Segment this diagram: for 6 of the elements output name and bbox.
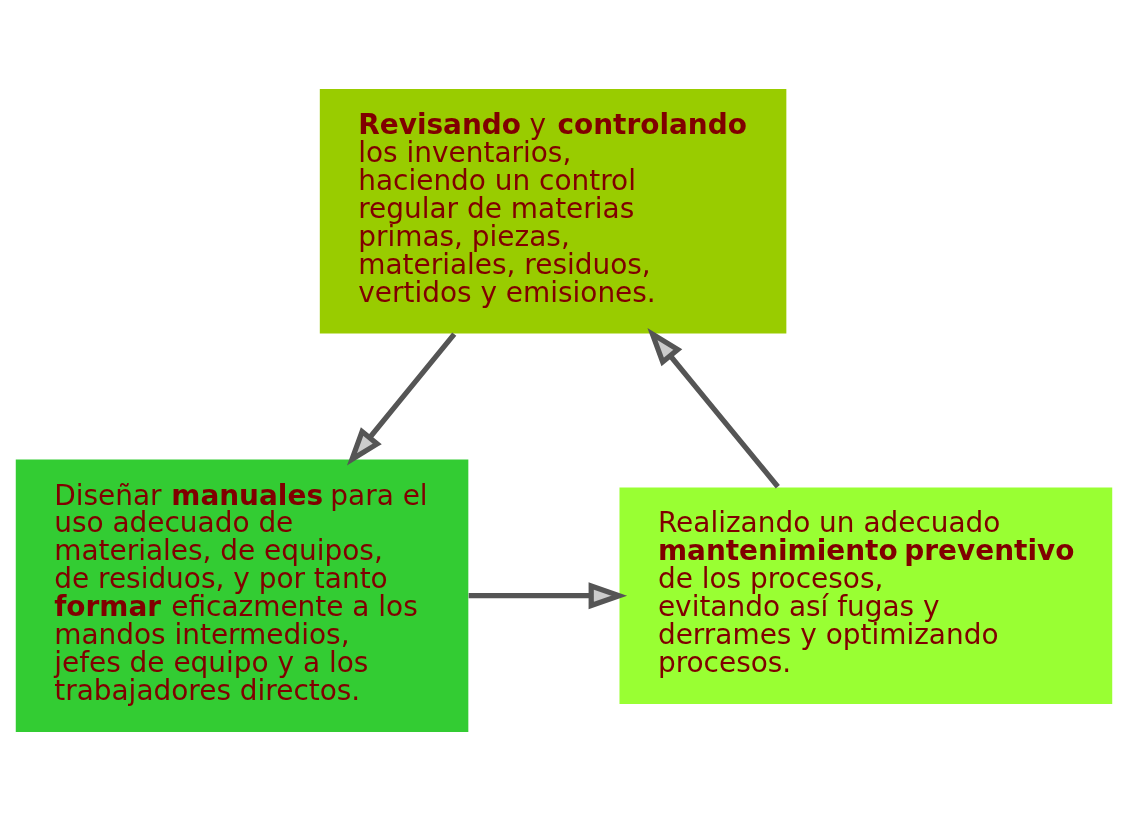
- node-box: Realizando un adecuado mantenimiento preventivo de los procesos, evitando así fugas y derrames y optimizando procesos.: [619, 486, 1113, 704]
- arrow: [346, 331, 457, 465]
- node-box: Revisando y controlando los inventarios, haciendo un control regular de materias primas, piezas, materiales, residuos, vertidos y emisiones.: [319, 88, 787, 334]
- arrow: [647, 327, 780, 488]
- arrow: [468, 581, 628, 609]
- node-box: Diseñar manuales para el uso adecuado de materiales, de equipos, de residuos, y por tanto formar eficazmente a los mandos intermedios, jefes de equipo y a los trabajadores directos.: [15, 458, 469, 732]
